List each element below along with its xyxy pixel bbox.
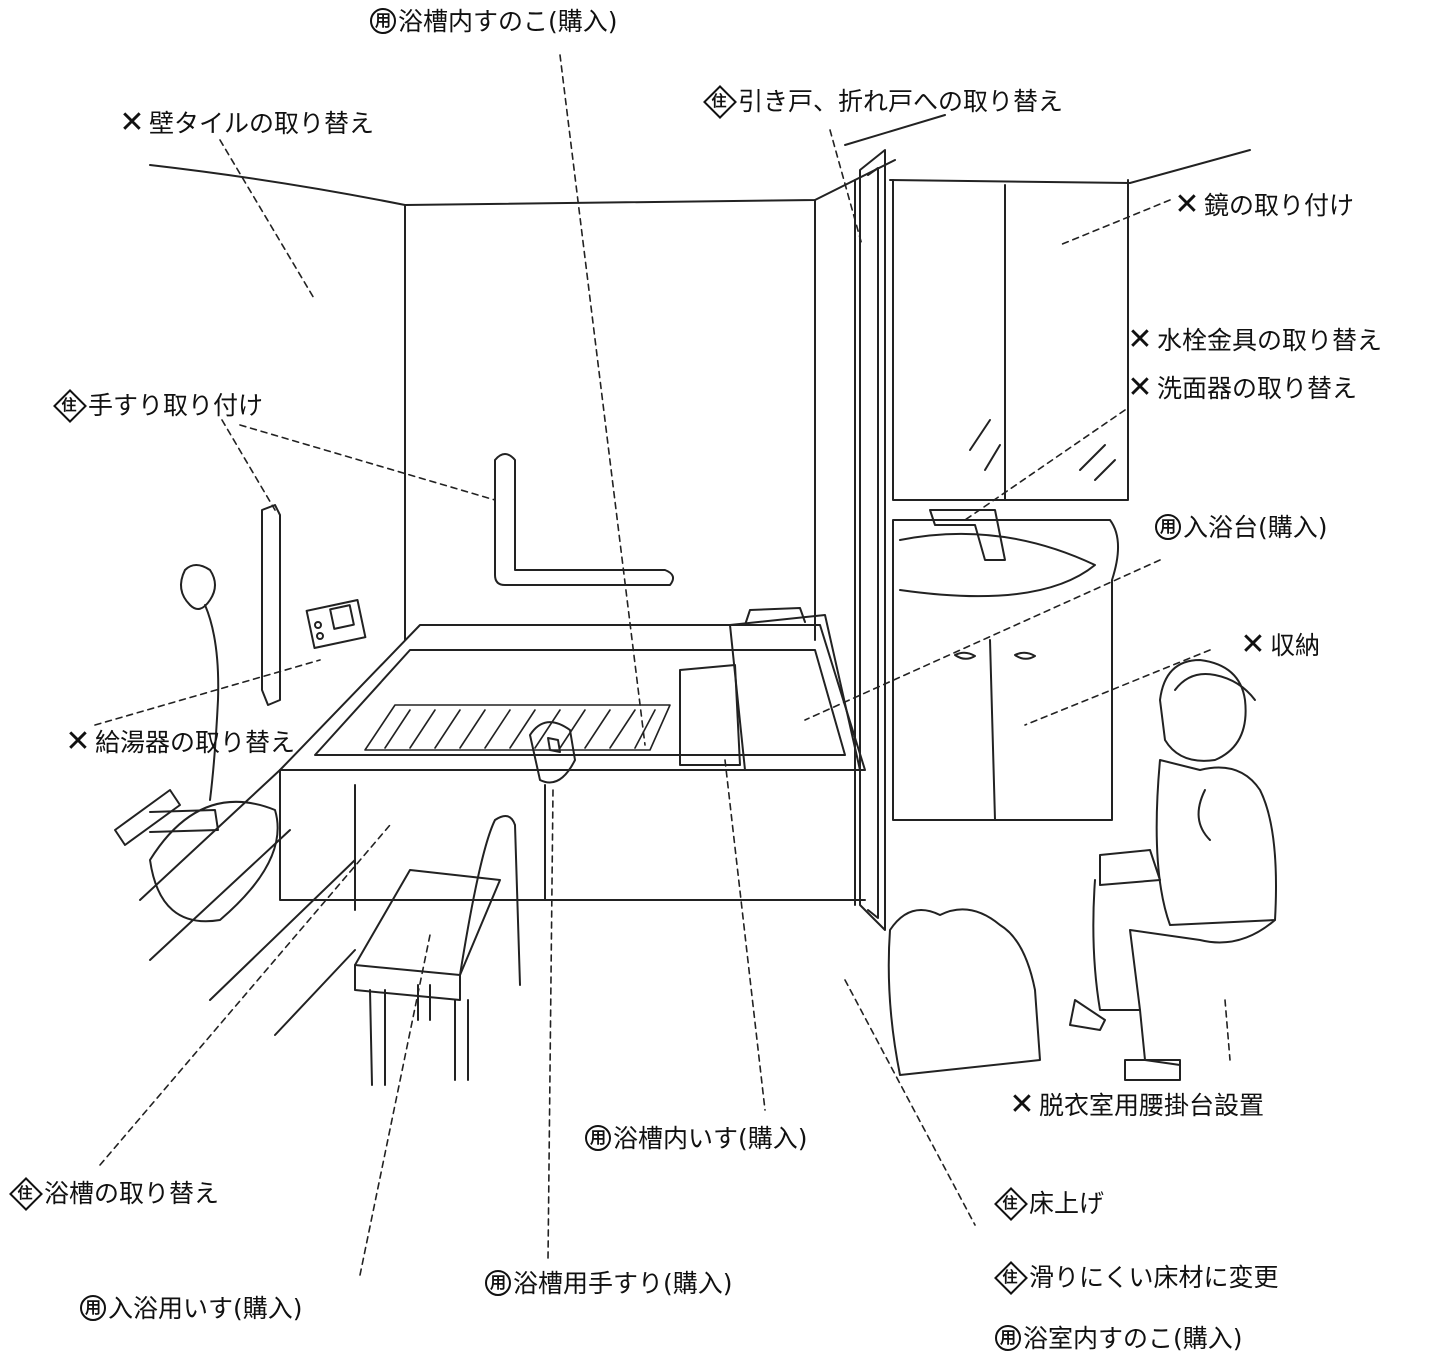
cross-mark-icon: ✕ (1009, 1087, 1035, 1122)
floor-lines (139, 769, 356, 1036)
purchase-mark-icon: 用 (1155, 514, 1181, 540)
room-outline (149, 114, 1251, 641)
label-tub-replace: 住 浴槽の取り替え (8, 1176, 219, 1210)
purchase-mark-icon: 用 (485, 1270, 511, 1296)
label-bathtub-slatted: 用 浴槽内すのこ(購入) (370, 8, 618, 34)
cross-mark-icon: ✕ (1174, 187, 1200, 222)
water-heater-panel (305, 599, 367, 649)
label-tub-chair: 用 浴槽内いす(購入) (585, 1125, 808, 1151)
label-mirror: ✕ 鏡の取り付け (1172, 190, 1354, 220)
label-bathroom-slatted: 用 浴室内すのこ(購入) (995, 1325, 1243, 1351)
label-washbasin: ✕ 洗面器の取り替え (1125, 373, 1357, 403)
label-storage: ✕ 収納 (1238, 630, 1320, 660)
door-frame (854, 149, 886, 931)
label-water-heater: ✕ 給湯器の取り替え (63, 727, 295, 757)
label-handrail: 住 手すり取り付け (52, 388, 263, 422)
tub-handrail-shape (529, 721, 576, 784)
seated-person (1069, 659, 1277, 1081)
home-renovation-mark-icon: 住 (52, 388, 86, 422)
label-floor-raise: 住 床上げ (993, 1186, 1104, 1220)
mirror-cabinet (892, 179, 1129, 501)
towel-mat (887, 908, 1041, 1076)
label-nonslip-floor: 住 滑りにくい床材に変更 (993, 1260, 1278, 1294)
purchase-mark-icon: 用 (370, 8, 396, 34)
cross-mark-icon: ✕ (1127, 370, 1153, 405)
vanity (892, 509, 1120, 821)
bath-board-shape (679, 607, 861, 771)
purchase-mark-icon: 用 (585, 1125, 611, 1151)
cross-mark-icon: ✕ (1240, 627, 1266, 662)
label-faucet: ✕ 水栓金具の取り替え (1125, 325, 1382, 355)
cross-mark-icon: ✕ (119, 105, 145, 140)
cross-mark-icon: ✕ (65, 724, 91, 759)
shower-set (114, 564, 279, 923)
purchase-mark-icon: 用 (995, 1325, 1021, 1351)
label-wall-tile: ✕ 壁タイルの取り替え (117, 108, 374, 138)
label-bath-board: 用 入浴台(購入) (1155, 514, 1328, 540)
label-tub-handrail: 用 浴槽用手すり(購入) (485, 1270, 733, 1296)
wall-handrails (261, 453, 675, 706)
home-renovation-mark-icon: 住 (993, 1186, 1027, 1220)
home-renovation-mark-icon: 住 (8, 1176, 42, 1210)
label-bath-chair: 用 入浴用いす(購入) (80, 1295, 303, 1321)
label-door-replace: 住 引き戸、折れ戸への取り替え (702, 84, 1063, 118)
bath-chair-shape (354, 815, 521, 1086)
purchase-mark-icon: 用 (80, 1295, 106, 1321)
home-renovation-mark-icon: 住 (702, 84, 736, 118)
bathtub (279, 624, 866, 911)
tub-slatted-board (364, 704, 671, 751)
label-changing-seat: ✕ 脱衣室用腰掛台設置 (1007, 1090, 1264, 1120)
leader-lines (94, 54, 1231, 1276)
home-renovation-mark-icon: 住 (993, 1260, 1027, 1294)
cross-mark-icon: ✕ (1127, 322, 1153, 357)
